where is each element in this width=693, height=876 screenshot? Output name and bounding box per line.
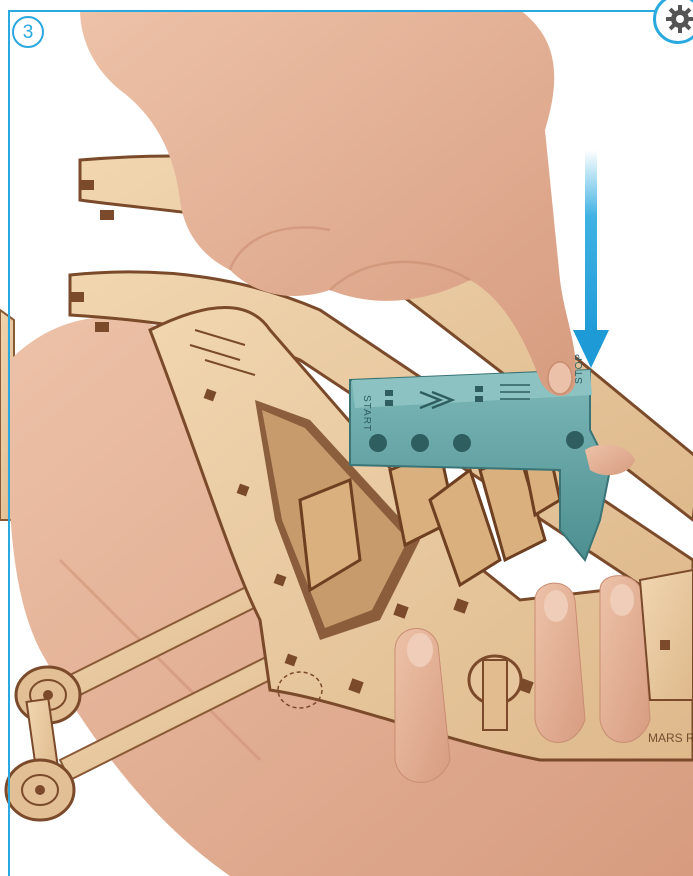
- frame-border-top: [8, 10, 658, 12]
- start-engraving: START: [361, 395, 372, 432]
- step-number: 3: [23, 23, 34, 42]
- gear-icon: [665, 4, 693, 34]
- right-wood-piece: [640, 570, 693, 700]
- brand-engraving: MARS R: [648, 731, 693, 745]
- frame-border-left: [8, 10, 10, 876]
- step-number-badge: 3: [12, 16, 44, 48]
- stop-engraving: STOP: [574, 353, 585, 384]
